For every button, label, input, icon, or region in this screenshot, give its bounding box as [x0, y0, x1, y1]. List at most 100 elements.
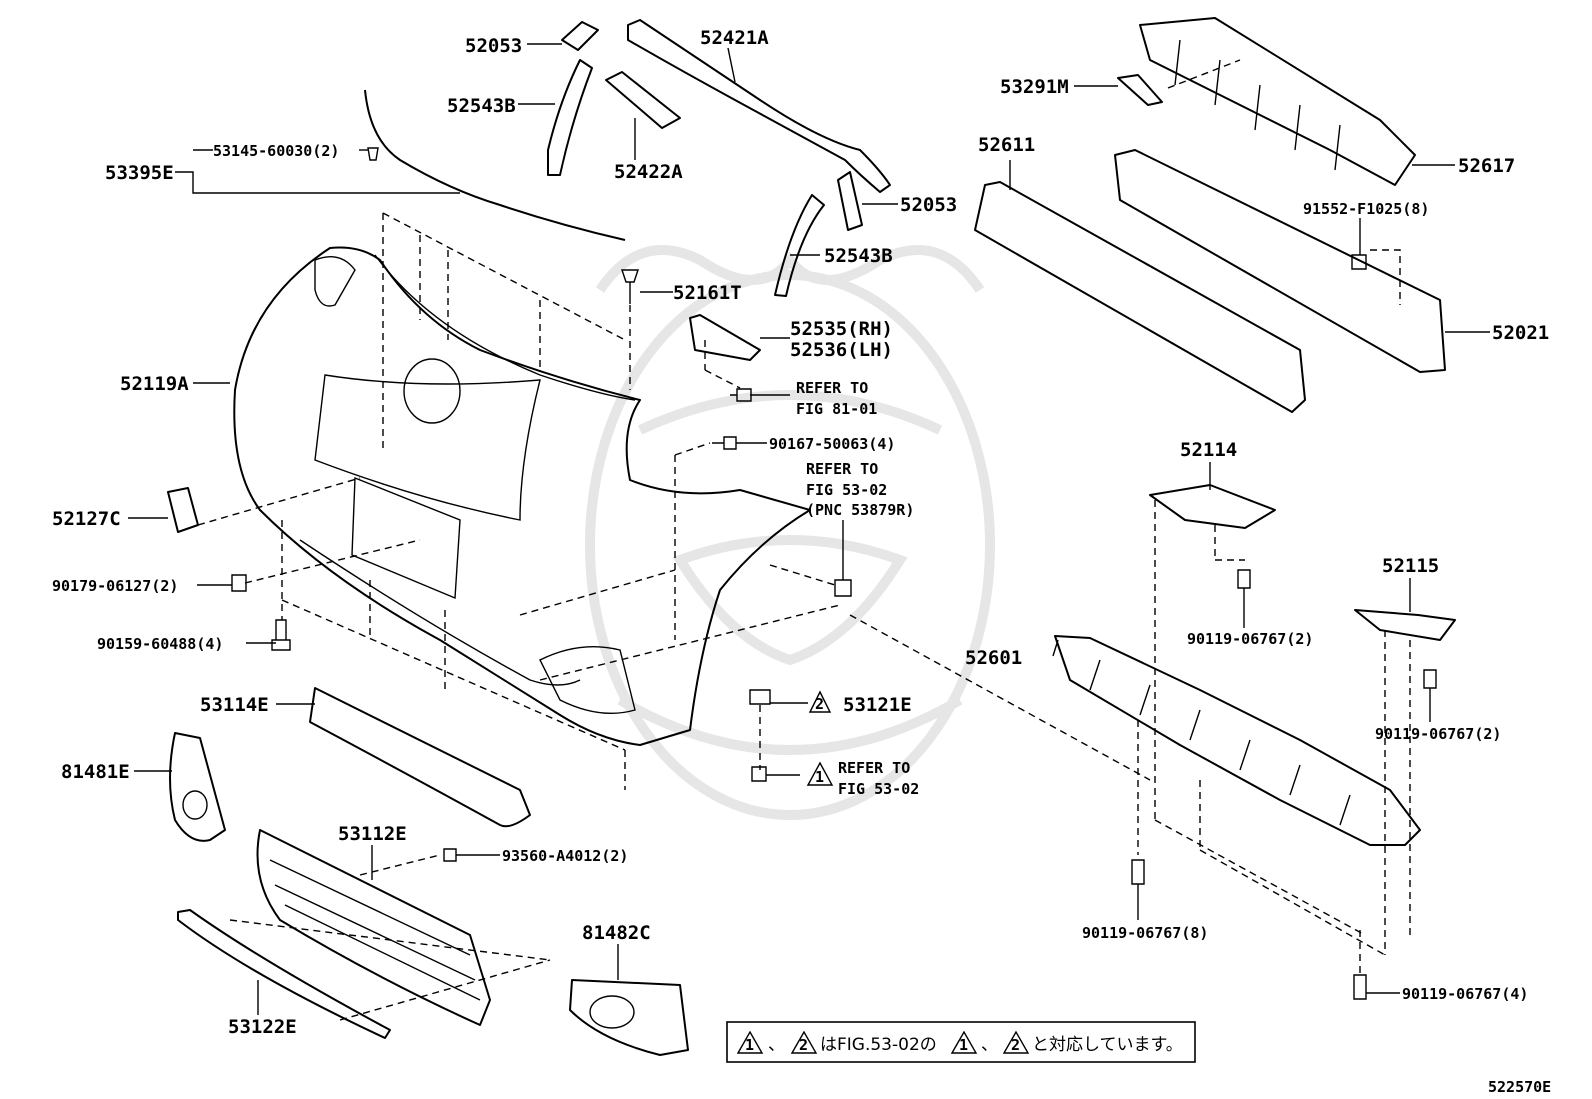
note-tri-1: 1	[745, 1036, 754, 1054]
triangle-marker-1: 1	[806, 761, 834, 786]
refer-53-line2: FIG 53-02	[806, 481, 887, 499]
note-sep-2: 、	[981, 1035, 998, 1055]
label-52053-right: 52053	[900, 194, 957, 216]
rivet-52161T	[621, 269, 639, 304]
bolt-refer-81	[730, 388, 752, 402]
screw-refer-53	[751, 766, 767, 782]
label-93560-A4012: 93560-A4012(2)	[502, 847, 628, 865]
bumper-left-vent	[314, 256, 356, 307]
label-53145-60030: 53145-60030(2)	[213, 142, 339, 160]
bracket-52114	[1149, 484, 1276, 529]
triangle-marker-1-num: 1	[815, 768, 824, 786]
bumper-plate-area	[351, 476, 461, 600]
bumper-upper-opening	[314, 374, 541, 521]
label-53291M: 53291M	[1000, 76, 1069, 98]
label-52422A: 52422A	[614, 161, 683, 183]
label-52114: 52114	[1180, 439, 1237, 461]
refer-53-line3: (PNC 53879R)	[806, 501, 914, 519]
label-90119-06767-c: 90119-06767(8)	[1082, 924, 1208, 942]
label-53114E: 53114E	[200, 694, 269, 716]
label-91552-F1025: 91552-F1025(8)	[1303, 200, 1429, 218]
clip-53121E	[749, 689, 771, 705]
absorber-52617	[1139, 17, 1416, 186]
note-box: 1 、 2 はFIG.53-02の 1 、 2 と対応しています。	[726, 1021, 1196, 1063]
reinforce-52421A	[627, 19, 891, 193]
reinforce-52611	[974, 181, 1306, 413]
label-52115: 52115	[1382, 555, 1439, 577]
reinforce-52021	[1114, 149, 1446, 373]
nut-90179	[231, 574, 247, 592]
cap-52127C	[167, 487, 199, 533]
bumper-top-edge	[374, 254, 636, 401]
clip-53145	[367, 147, 379, 161]
fog-bezel-81482C	[569, 979, 689, 1056]
bracket-52535-52536	[689, 314, 761, 361]
label-90179-06127: 90179-06127(2)	[52, 577, 178, 595]
bolt-91552	[1351, 254, 1367, 270]
label-52127C: 52127C	[52, 508, 121, 530]
part-labels: 52053 52421A 52543B 53145-60030(2) 53395…	[52, 27, 1549, 1038]
bumper-lower-opening	[299, 539, 581, 686]
grille-53112E	[256, 829, 491, 1026]
label-53121E: 53121E	[843, 694, 912, 716]
fog-bezel-81481E	[169, 732, 226, 842]
label-52421A: 52421A	[700, 27, 769, 49]
bracket-53291M	[1117, 74, 1163, 106]
fog-bezel-hole-left	[182, 790, 208, 820]
label-52119A: 52119A	[120, 373, 189, 395]
label-90119-06767-a: 90119-06767(2)	[1187, 630, 1313, 648]
label-52535-rh: 52535(RH)	[790, 318, 893, 340]
label-52543B-top: 52543B	[447, 95, 516, 117]
refer-b-line1: REFER TO	[838, 759, 910, 777]
refer-81-line1: REFER TO	[796, 379, 868, 397]
label-53395E: 53395E	[105, 162, 174, 184]
strip-53122E	[177, 909, 391, 1039]
bumper-fog-recess	[539, 646, 636, 715]
clip-53879R	[834, 579, 852, 597]
label-52536-lh: 52536(LH)	[790, 339, 893, 361]
absorber-52601	[1054, 635, 1421, 846]
bracket-52115	[1354, 609, 1456, 641]
reinforce-52543B-right	[774, 194, 825, 297]
bolt-90119-d	[1353, 974, 1367, 1000]
refer-53-line1: REFER TO	[806, 460, 878, 478]
grille-53114E	[309, 687, 531, 828]
assembly-dashed-lines	[197, 59, 1411, 1021]
note-end: と対応しています。	[1032, 1035, 1183, 1055]
bolt-90119-b	[1423, 669, 1437, 689]
label-52601: 52601	[965, 647, 1022, 669]
note-tri-4: 2	[1011, 1036, 1020, 1054]
label-53122E: 53122E	[228, 1016, 297, 1038]
note-mid: はFIG.53-02の	[820, 1035, 937, 1055]
bracket-52053-top	[561, 21, 599, 51]
fog-bezel-hole-right	[589, 995, 635, 1029]
screw-93560	[443, 848, 457, 862]
note-tri-2: 2	[799, 1036, 808, 1054]
label-90119-06767-b: 90119-06767(2)	[1375, 725, 1501, 743]
bracket-52422A	[605, 71, 681, 129]
diagram-id: 522570E	[1488, 1078, 1551, 1096]
label-81481E: 81481E	[61, 761, 130, 783]
triangle-marker-2: 2	[808, 690, 832, 713]
molding-strip-53395E	[364, 89, 626, 241]
label-52021: 52021	[1492, 322, 1549, 344]
label-53112E: 53112E	[338, 823, 407, 845]
bumper-emblem-opening	[403, 358, 461, 424]
label-90159-60488: 90159-60488(4)	[97, 635, 223, 653]
bolt-90159	[271, 619, 291, 651]
bolt-90119-a	[1237, 569, 1251, 589]
label-90119-06767-d: 90119-06767(4)	[1402, 985, 1528, 1003]
triangle-marker-2-num: 2	[815, 695, 824, 713]
grille-53112E-slats	[269, 859, 481, 1001]
note-tri-3: 1	[959, 1036, 968, 1054]
screw-90167	[712, 436, 737, 450]
refer-b-line2: FIG 53-02	[838, 780, 919, 798]
reinforce-52543B-top	[547, 59, 593, 176]
bolt-90119-c	[1131, 859, 1145, 885]
refer-81-line2: FIG 81-01	[796, 400, 877, 418]
label-81482C: 81482C	[582, 922, 651, 944]
label-52543B-right: 52543B	[824, 245, 893, 267]
label-52161T: 52161T	[673, 282, 742, 304]
label-52617: 52617	[1458, 155, 1515, 177]
